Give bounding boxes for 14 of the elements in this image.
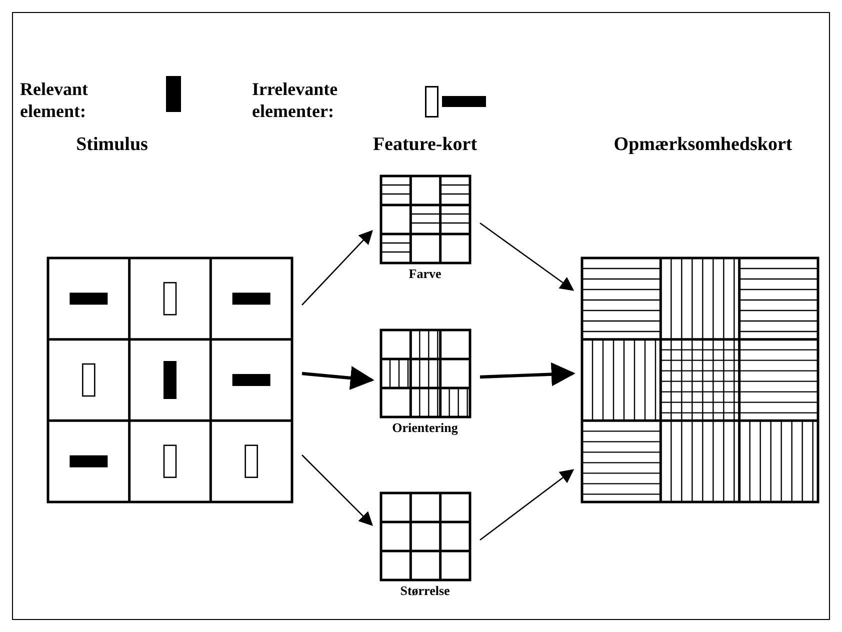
arrow <box>302 366 374 390</box>
map-caption: Farve <box>408 266 442 282</box>
arrow <box>480 469 574 541</box>
arrow <box>302 454 373 526</box>
column-title: Opmærksomhedskort <box>614 134 792 156</box>
arrow <box>480 362 576 386</box>
column-title: Stimulus <box>76 134 148 156</box>
arrow <box>480 222 574 291</box>
map-caption: Orientering <box>392 420 458 436</box>
legend-text: Relevant element: <box>20 78 89 122</box>
arrow <box>302 230 373 306</box>
map-caption: Størrelse <box>400 583 450 599</box>
column-title: Feature-kort <box>372 134 478 156</box>
legend-text: Irrelevante elementer: <box>252 78 339 122</box>
